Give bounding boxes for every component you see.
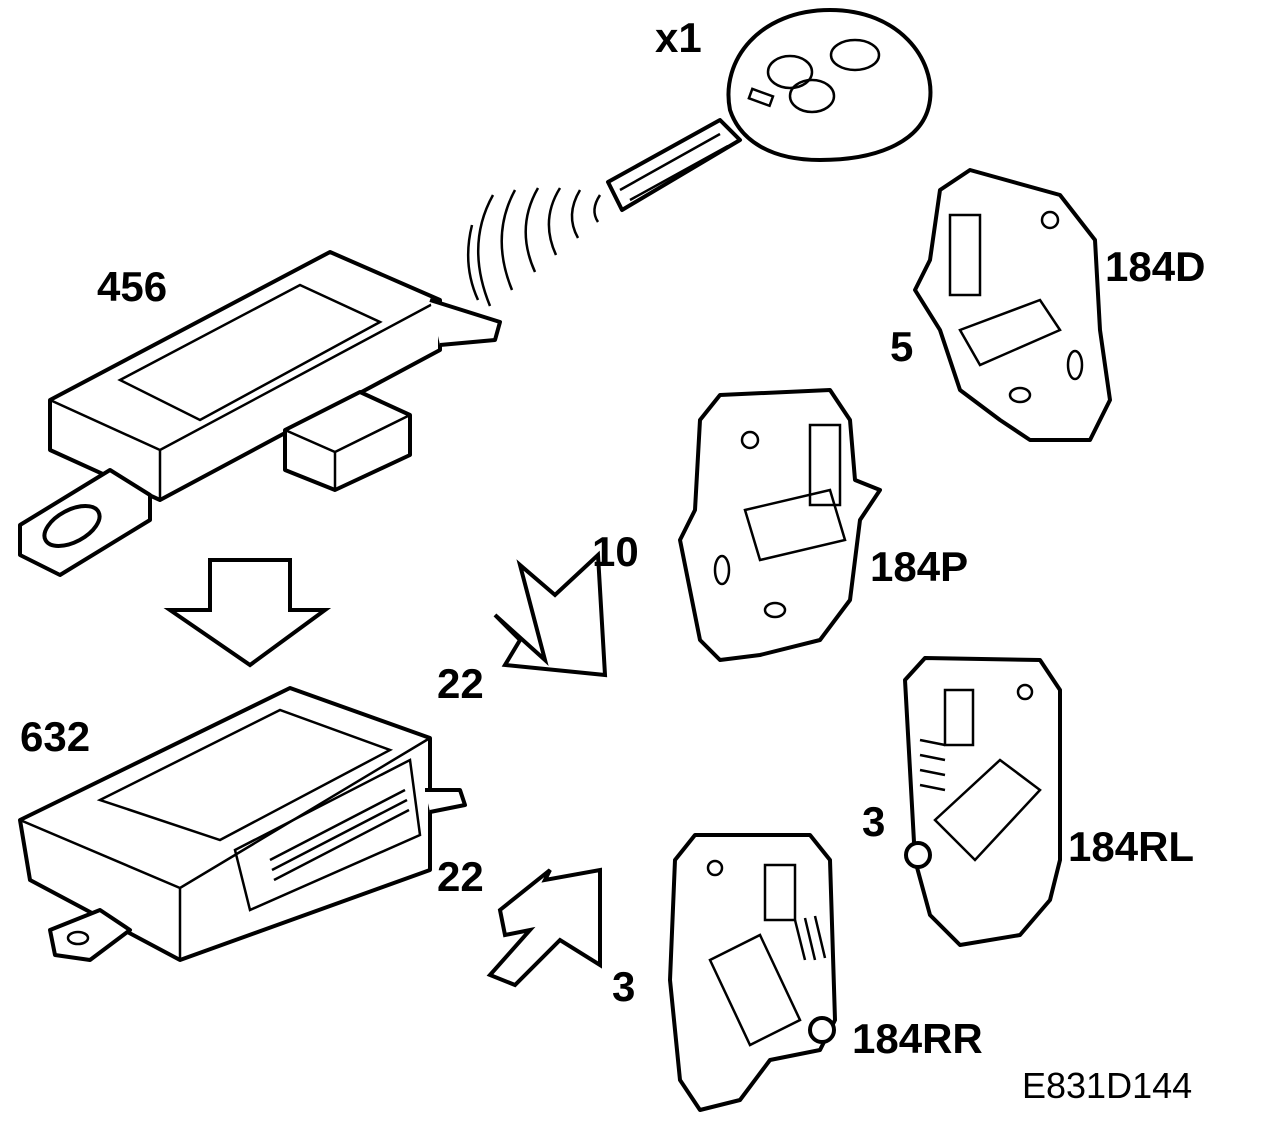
lock-driver-pins-label: 5 — [890, 323, 914, 370]
key-quantity-label: x1 — [655, 14, 702, 61]
central-module-632 — [18, 686, 467, 962]
receiver-module-456 — [18, 250, 502, 577]
wire-count-lower-label: 22 — [437, 853, 484, 900]
door-lock-184RR — [668, 833, 837, 1112]
lock-rear-left-label: 184RL — [1068, 823, 1195, 870]
radio-signal-icon — [466, 187, 602, 307]
door-lock-184RL — [903, 656, 1062, 947]
door-lock-184D — [913, 168, 1112, 442]
wire-count-upper-label: 22 — [437, 660, 484, 707]
central-module-label: 632 — [20, 713, 91, 760]
down-arrow-icon — [163, 558, 332, 668]
lock-rear-left-pins-label: 3 — [862, 798, 886, 845]
lock-passenger-label: 184P — [870, 543, 969, 590]
lock-rear-right-label: 184RR — [852, 1015, 983, 1062]
arrow-up-right-icon — [493, 550, 608, 678]
figure-reference: E831D144 — [1022, 1065, 1193, 1106]
remote-key — [606, 8, 933, 212]
lock-passenger-pins-label: 10 — [592, 528, 639, 575]
door-lock-184P — [678, 388, 882, 662]
lock-driver-label: 184D — [1105, 243, 1206, 290]
lock-rear-right-pins-label: 3 — [612, 963, 636, 1010]
arrow-down-right-icon — [486, 867, 602, 988]
receiver-label: 456 — [97, 263, 168, 310]
